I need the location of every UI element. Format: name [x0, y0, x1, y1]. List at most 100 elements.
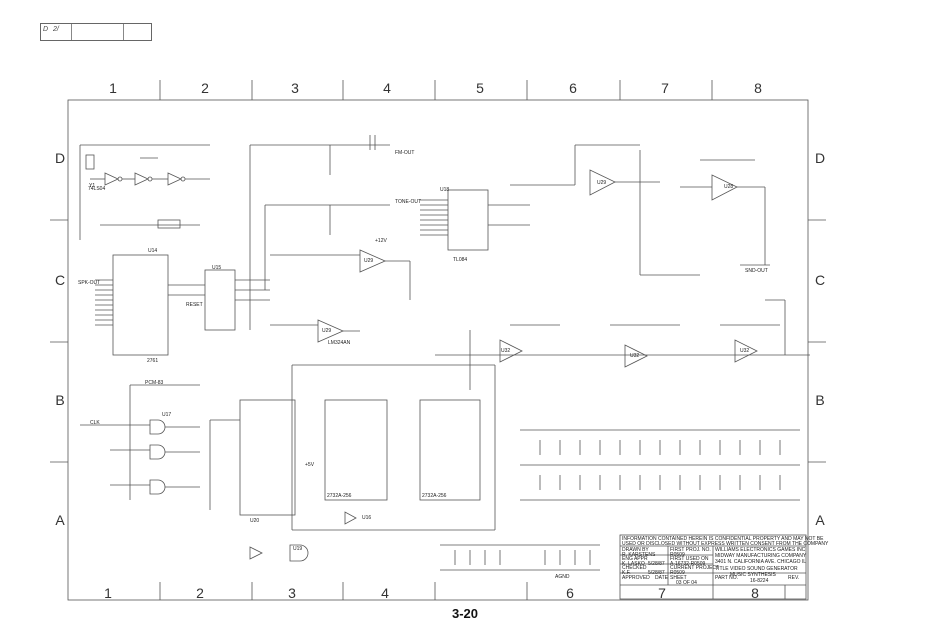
u17-gates — [80, 384, 200, 500]
signal-vcc: +5V — [305, 462, 315, 468]
eng-appr-label: ENG APPR — [622, 556, 648, 562]
notice-line-1: INFORMATION CONTAINED HEREIN IS CONFIDEN… — [622, 536, 824, 542]
zone-top-7: 7 — [661, 80, 669, 96]
rev-label: REV. — [788, 575, 800, 581]
first-proj: R0509 — [670, 552, 685, 558]
u18-section — [420, 184, 575, 251]
company-1: WILLIAMS ELECTRONICS GAMES INC — [715, 547, 806, 553]
label-u32-b: U32 — [630, 353, 640, 359]
current-proj: R0509 — [670, 570, 685, 576]
label-y1: Y1 — [89, 183, 96, 189]
signal-reset: RESET — [186, 302, 203, 308]
corner-text-1: D — [43, 26, 49, 33]
label-u29-c: U29 — [597, 180, 607, 186]
corner-revision-box: D 2/ — [40, 23, 152, 41]
label-u32-c: U32 — [740, 348, 750, 354]
label-u18: U18 — [440, 187, 450, 193]
zone-top-8: 8 — [754, 80, 762, 96]
zone-top-2: 2 — [201, 80, 209, 96]
zone-bottom-4: 4 — [381, 585, 389, 601]
signal-spk-out: SPK-OUT — [78, 280, 101, 286]
page-number: 3-20 — [452, 606, 479, 621]
label-u29-b: U29 — [322, 328, 332, 334]
first-proj-label: FIRST PROJ. NO. — [670, 547, 711, 553]
title-label: TITLE — [715, 566, 729, 572]
zone-bottom-3: 3 — [288, 585, 296, 601]
capacitor-bank — [520, 429, 800, 501]
label-74ls04-a: 74LS04 — [88, 186, 106, 192]
part-no: 16-8224 — [750, 578, 769, 584]
approved-label: APPROVED — [622, 575, 650, 581]
u29-opamps — [270, 135, 411, 343]
eng-date: 5/28/87 — [648, 561, 665, 567]
label-2761: 2761 — [147, 358, 159, 364]
zone-right-c: C — [814, 272, 826, 288]
label-u32-a: U32 — [501, 348, 511, 354]
zone-bottom-6: 6 — [566, 585, 574, 601]
zone-bottom-1: 1 — [104, 585, 112, 601]
label-u16: U16 — [362, 515, 372, 521]
u15-box — [204, 269, 236, 331]
label-u19: U19 — [293, 546, 303, 552]
corner-text-2: 2/ — [53, 26, 59, 33]
checked-date: 5/28/87 — [648, 570, 665, 576]
notice-line-2: USED OR DISCLOSED WITHOUT EXPRESS WRITTE… — [622, 541, 829, 547]
zone-bottom-2: 2 — [196, 585, 204, 601]
filter-stage-middle — [435, 299, 810, 390]
company-3: 3401 N. CALIFORNIA AVE. CHICAGO IL — [715, 559, 807, 565]
u18-box — [447, 189, 489, 251]
title-line-1: VIDEO SOUND GENERATOR — [730, 566, 798, 572]
zone-bottom-7: 7 — [658, 585, 666, 601]
signal-clock: CLK — [90, 420, 100, 426]
cpu-bus-area — [95, 144, 390, 356]
zone-left-b: B — [55, 392, 65, 408]
label-u14: U14 — [148, 248, 158, 254]
signal-tone-out: TONE-OUT — [395, 199, 422, 205]
label-pcm: PCM-83 — [145, 380, 164, 386]
zone-right-d: D — [814, 150, 826, 166]
label-u28: U28 — [724, 184, 734, 190]
sheet-label: SHEET — [670, 575, 687, 581]
zone-right-a: A — [815, 512, 825, 528]
part-no-label: PART NO. — [715, 575, 739, 581]
label-2732-b: 2732A-256 — [422, 493, 447, 499]
filter-stage-top — [574, 144, 770, 276]
eng-appr: K. LASKO — [622, 561, 645, 567]
sheet-frame — [67, 99, 809, 601]
oscillator-circuit — [79, 144, 210, 240]
signal-snd-out: SND-OUT — [745, 268, 768, 274]
zone-top-6: 6 — [569, 80, 577, 96]
u21-box — [324, 399, 388, 501]
label-u20: U20 — [250, 518, 260, 524]
title-block-frame — [619, 534, 807, 600]
current-proj-label: CURRENT PROJECT — [670, 565, 720, 571]
rom-section — [209, 364, 496, 562]
u20-box — [239, 399, 296, 516]
label-u29-a: U29 — [364, 258, 374, 264]
first-used-label: FIRST USED ON — [670, 556, 709, 562]
label-u15: U15 — [212, 265, 222, 271]
label-lm324: LM324AN — [328, 340, 351, 346]
u22-box — [419, 399, 481, 501]
sheet-of: 03 OF 04 — [676, 580, 697, 586]
label-2732-a: 2732A-256 — [327, 493, 352, 499]
label-tl084: TL084 — [453, 257, 468, 263]
checked: K.F. — [622, 570, 631, 576]
u14-box — [112, 254, 169, 356]
zone-top-1: 1 — [109, 80, 117, 96]
signal-fm-out: FM-OUT — [395, 150, 415, 156]
zone-left-a: A — [55, 512, 65, 528]
zone-left-c: C — [54, 272, 66, 288]
zone-top-4: 4 — [383, 80, 391, 96]
zone-top-5: 5 — [476, 80, 484, 96]
signal-agnd: AGND — [555, 574, 570, 580]
zone-right-b: B — [815, 392, 825, 408]
zone-left-d: D — [54, 150, 66, 166]
zone-ticks — [50, 80, 826, 600]
drawn-by: R. KARSTENS — [622, 552, 656, 558]
label-u17: U17 — [162, 412, 172, 418]
zone-top-3: 3 — [291, 80, 299, 96]
bottom-cap-bank — [440, 544, 600, 571]
signal-v12: +12V — [375, 238, 387, 244]
